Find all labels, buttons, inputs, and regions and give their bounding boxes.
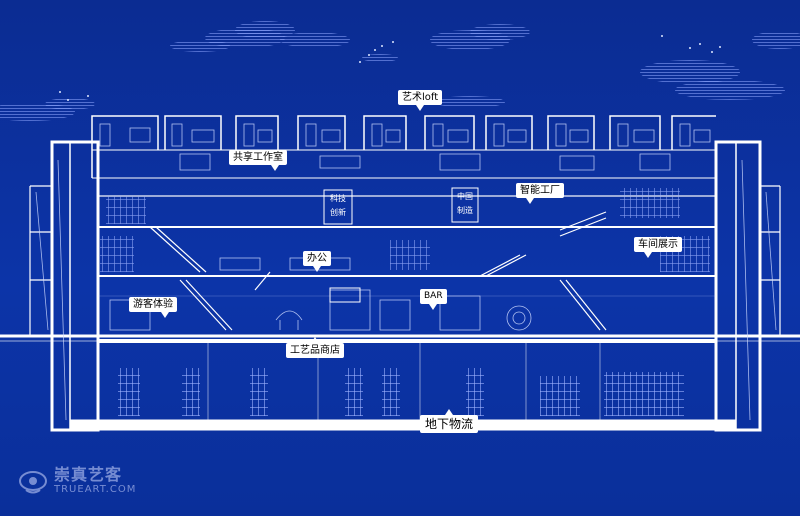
label-visitor-experience: 游客体验	[129, 297, 177, 318]
label-bar: BAR	[420, 289, 447, 310]
label-underground-logistics: 地下物流	[420, 409, 479, 433]
label-shared-studio: 共享工作室	[229, 150, 287, 171]
escalators	[149, 211, 607, 331]
basement-racks	[118, 368, 684, 416]
label-art-loft: 艺术loft	[398, 90, 443, 111]
trueart-logo-icon	[19, 471, 47, 494]
clouds	[0, 21, 800, 121]
sign-tech-innovation: 科技 创新	[326, 194, 350, 218]
sign-panels	[323, 187, 479, 303]
watermark: 崇真艺客 TRUEART.COM	[18, 466, 136, 496]
label-craft-shop: 工艺品商店	[286, 337, 344, 358]
sign-line: 中国	[457, 192, 473, 201]
loft-details	[99, 123, 711, 171]
basement-columns	[207, 342, 601, 420]
sign-line: 制造	[457, 206, 473, 215]
sign-made-in-china: 中国 制造	[453, 192, 477, 216]
roof-lofts	[91, 115, 716, 179]
watermark-site: TRUEART.COM	[54, 484, 137, 495]
watermark-name: 崇真艺客	[54, 465, 123, 484]
birds	[59, 35, 721, 101]
tower-stairs	[35, 159, 777, 421]
sign-line: 创新	[330, 208, 346, 217]
label-smart-factory: 智能工厂	[516, 183, 564, 204]
sign-line: 科技	[330, 194, 346, 203]
label-workshop-showcase: 车间展示	[634, 237, 682, 258]
building-frame	[29, 140, 781, 432]
floor-details	[98, 188, 716, 331]
label-office: 办公	[303, 251, 331, 272]
watermark-text: 崇真艺客 TRUEART.COM	[54, 466, 136, 496]
